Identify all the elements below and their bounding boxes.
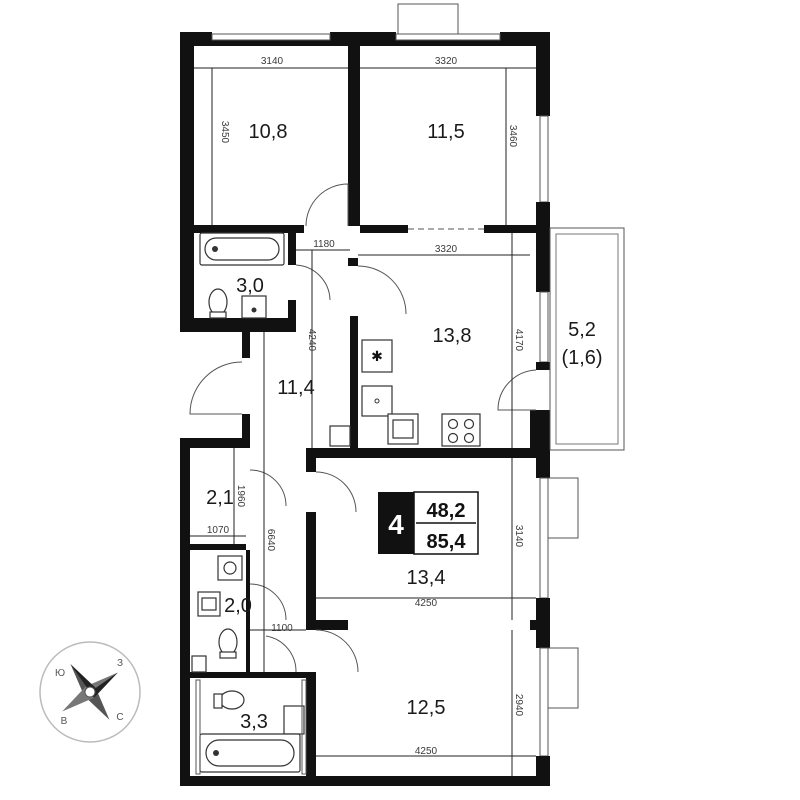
washer-icon [361,385,393,417]
badge-total-area: 85,4 [427,531,467,553]
compass-letter-yu: Ю [55,668,65,679]
area-bedroom-mid: 13,4 [407,567,446,589]
dim-1960: 1960 [235,485,246,508]
doors [189,183,537,673]
dimension-lines [190,67,536,776]
compass-letter-z: З [117,658,123,669]
area-balcony: 5,2 [568,319,596,341]
stove-icon [441,413,481,447]
compass-letter-s: С [116,712,123,723]
toilet-icon [208,288,228,316]
walls [180,3,625,786]
area-summary-badge: 4 48,2 85,4 [378,491,479,555]
area-kitchen: 13,8 [433,325,472,347]
area-bathroom-top: 3,0 [236,275,264,297]
badge-living-area: 48,2 [427,500,466,522]
fridge-glyph: ✱ [371,348,383,364]
area-bedroom-ne: 11,5 [427,121,464,143]
fridge-icon [361,339,393,373]
dim-4240: 4240 [306,329,317,352]
dim-4250-mid: 4250 [415,598,438,609]
dim-4250-bottom: 4250 [415,746,438,757]
dim-1070: 1070 [207,525,230,536]
dimension-labels: 3140 3320 3450 3460 1180 3320 4240 4170 … [207,56,524,757]
area-bathroom-bottom: 3,3 [240,711,268,733]
dim-1100: 1100 [271,623,293,634]
dim-3140-mid: 3140 [513,525,524,548]
dim-3320-top: 3320 [435,56,458,67]
dim-3320-kitchen: 3320 [435,244,458,255]
dim-4170: 4170 [513,329,524,352]
area-closet: 2,1 [206,487,234,509]
badge-rooms-count: 4 [388,509,404,540]
dim-3450: 3450 [219,121,230,144]
wc-toilet-icon [218,628,238,656]
bath-toilet-icon [219,690,245,710]
area-hall: 11,4 [277,377,314,399]
sink-icon [241,295,267,319]
dim-2940: 2940 [513,694,524,717]
dim-3140-top: 3140 [261,56,284,67]
dim-6640: 6640 [265,529,276,552]
area-balcony-sub: (1,6) [561,347,602,369]
fixtures: ✱ [191,232,481,775]
area-bedroom-nw: 10,8 [249,121,288,143]
compass-letter-v: В [61,716,68,727]
compass-icon: Ю З С В [39,641,141,743]
area-bedroom-bottom: 12,5 [407,697,446,719]
area-wc: 2,0 [224,595,252,617]
room-areas: 10,8 11,5 3,0 13,8 5,2 (1,6) 11,4 2,1 2,… [206,121,602,733]
dim-3460: 3460 [507,125,518,148]
dim-1180: 1180 [313,239,335,250]
